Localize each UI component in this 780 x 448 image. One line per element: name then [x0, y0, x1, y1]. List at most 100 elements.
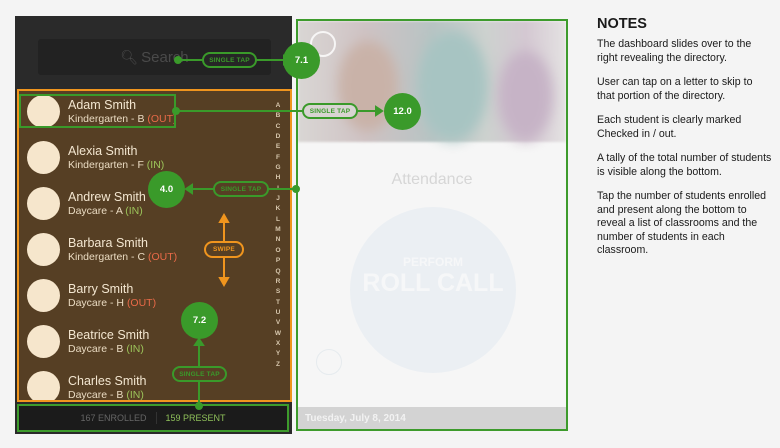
alphabet-letter[interactable]: P: [275, 257, 281, 265]
single-tap-label: SINGLE TAP: [302, 103, 358, 119]
alphabet-letter[interactable]: L: [276, 215, 280, 223]
alphabet-letter[interactable]: X: [275, 339, 281, 347]
alphabet-letter[interactable]: G: [275, 164, 281, 172]
student-list-item[interactable]: Barbara Smith Kindergarten - C (OUT): [27, 229, 177, 269]
avatar: [27, 94, 60, 128]
alphabet-letter[interactable]: Z: [276, 360, 280, 368]
alphabet-letter[interactable]: K: [275, 205, 281, 213]
student-class: Daycare - A: [68, 204, 123, 217]
student-list-item[interactable]: Andrew Smith Daycare - A (IN): [27, 183, 146, 223]
single-tap-label: SINGLE TAP: [172, 366, 227, 382]
student-list-item[interactable]: Barry Smith Daycare - H (OUT): [27, 275, 156, 315]
avatar: [27, 324, 60, 358]
student-name: Barbara Smith: [68, 235, 148, 250]
student-name: Andrew Smith: [68, 189, 146, 204]
alphabet-letter[interactable]: W: [274, 329, 282, 337]
student-highlight: [19, 94, 176, 128]
status-badge: (OUT): [126, 296, 157, 309]
alphabet-letter[interactable]: A: [275, 102, 281, 109]
connector-dot: [292, 185, 300, 193]
student-class: Kindergarten - B: [68, 112, 145, 125]
alphabet-letter[interactable]: Q: [275, 267, 281, 275]
alphabet-letter[interactable]: F: [276, 153, 280, 161]
alphabet-letter[interactable]: Y: [275, 350, 281, 358]
divider: [155, 412, 157, 424]
avatar: [27, 140, 60, 174]
student-name: Charles Smith: [68, 373, 147, 388]
notes-panel: NOTES The dashboard slides over to the r…: [597, 16, 772, 269]
single-tap-label: SINGLE TAP: [202, 52, 257, 68]
date-bar: Tuesday, July 8, 2014: [298, 407, 566, 429]
arrow-head: [218, 212, 230, 223]
student-name: Barry Smith: [68, 281, 134, 296]
annotation-badge: 12.0: [384, 93, 421, 130]
swipe-label: SWIPE: [204, 241, 244, 258]
annotation-badge: 7.1: [283, 42, 320, 79]
present-count[interactable]: 159 PRESENT: [165, 413, 226, 423]
avatar: [27, 370, 60, 400]
logo-icon: [316, 349, 342, 375]
single-tap-label: SINGLE TAP: [213, 181, 269, 197]
avatar: [27, 232, 60, 266]
status-badge: (IN): [146, 158, 165, 171]
status-badge: (IN): [126, 342, 144, 355]
alphabet-letter[interactable]: S: [275, 288, 281, 296]
arrow-head: [184, 183, 193, 195]
alphabet-letter[interactable]: M: [275, 226, 281, 234]
student-list-item[interactable]: Alexia Smith Kindergarten - F (IN): [27, 137, 164, 177]
arrow-head: [375, 105, 384, 117]
annotation-badge: 7.2: [181, 302, 218, 339]
student-list-item[interactable]: Adam Smith Kindergarten - B (OUT): [27, 91, 177, 131]
student-name: Adam Smith: [68, 97, 137, 112]
status-badge: (OUT): [147, 250, 178, 263]
avatar: [27, 278, 60, 312]
student-name: Alexia Smith: [68, 143, 138, 158]
dashboard-panel: Attendance PERFORM ROLL CALL Tuesday, Ju…: [296, 19, 568, 431]
student-class: Kindergarten - F: [68, 158, 144, 171]
alphabet-index[interactable]: ABCDEFGHIJKLMNOPQRSTUVWXYZ: [272, 101, 284, 370]
avatar: [27, 186, 60, 220]
roll-call-button[interactable]: PERFORM ROLL CALL: [350, 207, 516, 373]
status-badge: (IN): [126, 388, 144, 401]
note-paragraph: User can tap on a letter to skip to that…: [597, 76, 753, 102]
arrow-head: [193, 337, 205, 346]
arrow-head: [218, 277, 230, 288]
student-class: Daycare - B: [68, 342, 124, 355]
connector-dot: [195, 402, 203, 410]
alphabet-letter[interactable]: R: [275, 277, 281, 285]
alphabet-letter[interactable]: J: [276, 195, 280, 203]
student-class: Kindergarten - C: [68, 250, 146, 263]
alphabet-letter[interactable]: O: [275, 246, 281, 254]
alphabet-letter[interactable]: U: [275, 308, 281, 316]
enrolled-count[interactable]: 167 ENROLLED: [80, 413, 147, 423]
alphabet-letter[interactable]: N: [275, 236, 281, 244]
attendance-tally[interactable]: 167 ENROLLED 159 PRESENT: [17, 404, 289, 432]
connector-dot: [174, 56, 182, 64]
note-paragraph: Each student is clearly marked Checked i…: [597, 114, 742, 140]
student-class: Daycare - H: [68, 296, 125, 309]
note-paragraph: A tally of the total number of students …: [597, 152, 772, 178]
notes-title: NOTES: [597, 16, 647, 32]
hero-image: [298, 21, 566, 142]
student-list[interactable]: Adam Smith Kindergarten - B (OUT) Alexia…: [17, 89, 292, 402]
alphabet-letter[interactable]: H: [275, 174, 281, 182]
alphabet-letter[interactable]: V: [275, 319, 281, 327]
roll-call-label: ROLL CALL: [362, 269, 504, 297]
search-icon: 🔍︎: [120, 48, 139, 65]
roll-call-label-top: PERFORM: [403, 255, 463, 269]
alphabet-letter[interactable]: D: [275, 133, 281, 141]
alphabet-letter[interactable]: E: [275, 143, 281, 151]
student-list-item[interactable]: Charles Smith Daycare - B (IN): [27, 367, 147, 401]
student-name: Beatrice Smith: [68, 327, 150, 342]
status-badge: (IN): [125, 204, 143, 217]
student-class: Daycare - B: [68, 388, 124, 401]
alphabet-letter[interactable]: B: [275, 112, 281, 120]
dashboard-title: Attendance: [391, 171, 473, 188]
alphabet-letter[interactable]: T: [276, 298, 280, 306]
note-paragraph: The dashboard slides over to the right r…: [597, 38, 752, 64]
student-list-item[interactable]: Beatrice Smith Daycare - B (IN): [27, 321, 149, 361]
annotation-badge: 4.0: [148, 171, 185, 208]
status-badge: (OUT): [147, 112, 177, 125]
alphabet-letter[interactable]: C: [275, 122, 281, 130]
note-paragraph: Tap the number of students enrolled and …: [597, 190, 767, 256]
